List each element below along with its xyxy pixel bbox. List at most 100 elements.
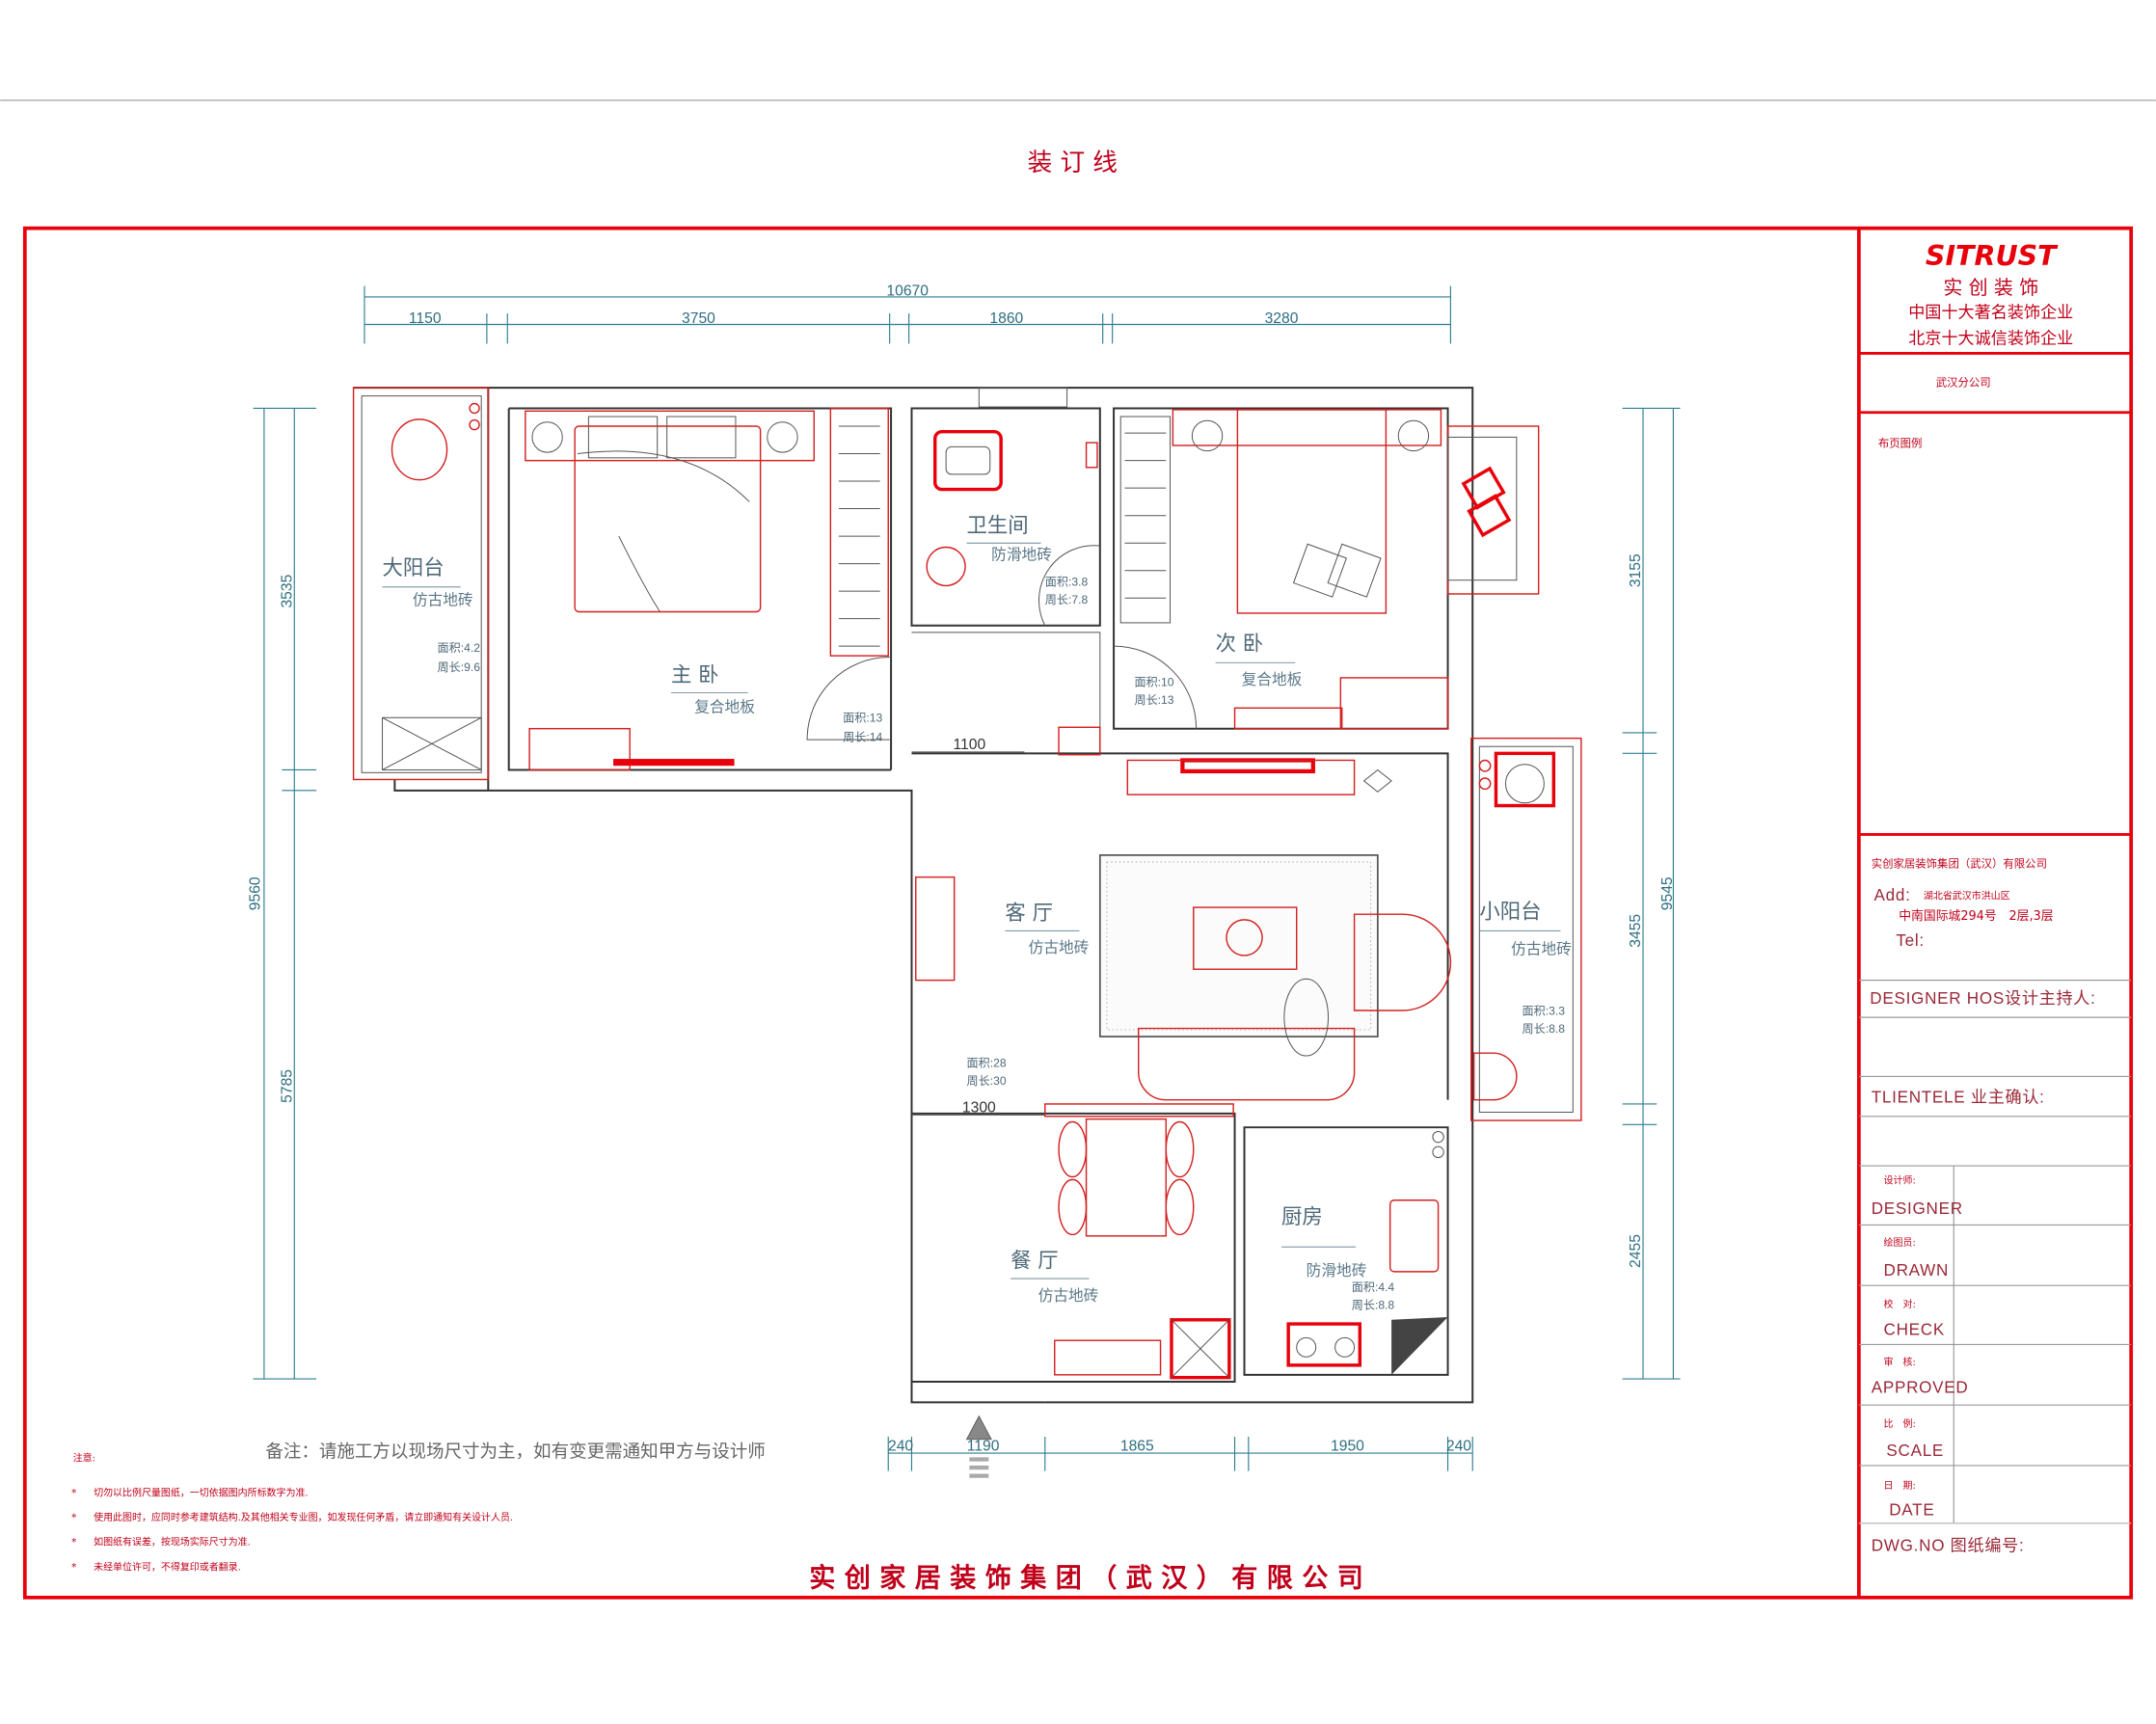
room-label-master-bedroom: 主 卧 复合地板 面积:13 周长:14 xyxy=(671,663,883,743)
scale-cn: 比 例: xyxy=(1884,1417,1916,1430)
drawn-en: DRAWN xyxy=(1884,1261,1950,1280)
binding-line-label: 装 订 线 xyxy=(1028,148,1118,177)
svg-text:周长:7.8: 周长:7.8 xyxy=(1045,593,1089,606)
dim-top-2: 3750 xyxy=(682,310,715,327)
dim-left-total: 9560 xyxy=(248,876,264,910)
svg-text:周长:30: 周长:30 xyxy=(967,1074,1007,1088)
svg-text:仿古地砖: 仿古地砖 xyxy=(1511,940,1572,958)
dim-bottom-1: 240 xyxy=(888,1438,913,1454)
drawn-cn: 绘图员: xyxy=(1884,1236,1916,1249)
dim-bottom-5: 240 xyxy=(1446,1438,1471,1454)
dim-bottom-3: 1865 xyxy=(1120,1438,1154,1454)
notes-list: * 切勿以比例尺量图纸，一切依据图内所标数字为准. * 使用此图时，应同时参考建筑结… xyxy=(71,1486,513,1573)
svg-text:周长:14: 周长:14 xyxy=(843,731,882,744)
brand-name: 实 创 装 饰 xyxy=(1943,276,2038,299)
svg-text:仿古地砖: 仿古地砖 xyxy=(1038,1286,1099,1305)
dim-top-4: 3280 xyxy=(1265,310,1299,327)
small-balcony-right-top xyxy=(1446,425,1540,595)
svg-text:*: * xyxy=(71,1488,76,1498)
room-label-living-room: 客 厅 仿古地砖 面积:28 周长:30 xyxy=(967,902,1090,1088)
check-en: CHECK xyxy=(1884,1320,1945,1338)
svg-text:面积:3.8: 面积:3.8 xyxy=(1045,575,1089,588)
svg-text:小阳台: 小阳台 xyxy=(1479,900,1541,924)
room-label-second-bedroom: 次 卧 复合地板 面积:10 周长:13 xyxy=(1134,632,1302,707)
svg-text:面积:28: 面积:28 xyxy=(967,1056,1007,1069)
svg-text:餐 厅: 餐 厅 xyxy=(1011,1250,1059,1274)
dim-interior-1300: 1300 xyxy=(962,1100,996,1117)
bathroom-fixtures xyxy=(926,430,1100,626)
svg-text:面积:4.2: 面积:4.2 xyxy=(438,641,481,655)
small-balcony xyxy=(1470,737,1582,1121)
svg-text:复合地板: 复合地板 xyxy=(694,698,755,716)
dimensions-top: 10670 1150 3750 1860 3280 xyxy=(364,283,1451,344)
north-arrow-icon xyxy=(965,1414,992,1478)
room-label-kitchen: 厨房 防滑地砖 面积:4.4 周长:8.8 xyxy=(1281,1205,1394,1311)
svg-text:周长:8.8: 周长:8.8 xyxy=(1523,1022,1566,1036)
dim-top-1: 1150 xyxy=(409,310,442,327)
dimensions-right: 9545 3155 3455 2455 xyxy=(1622,407,1681,1380)
designer-en: DESIGNER xyxy=(1872,1199,1963,1218)
dim-bottom-4: 1950 xyxy=(1331,1438,1364,1454)
footer-company-name: 实 创 家 居 装 饰 集 团 （ 武 汉 ） 有 限 公 司 xyxy=(809,1562,1363,1593)
client-confirm-label: TLIENTELE 业主确认: xyxy=(1872,1089,2045,1107)
address-label: Add: xyxy=(1874,886,1911,904)
slogan-1: 中国十大著名装饰企业 xyxy=(1908,303,2073,322)
dim-top-total: 10670 xyxy=(886,283,929,300)
dim-left-1: 3535 xyxy=(279,574,295,607)
svg-text:面积:10: 面积:10 xyxy=(1134,675,1173,688)
dim-right-3: 2455 xyxy=(1628,1234,1644,1268)
company-logo: SITRUST xyxy=(1926,240,2059,272)
svg-text:周长:8.8: 周长:8.8 xyxy=(1352,1298,1395,1311)
date-cn: 日 期: xyxy=(1884,1480,1916,1492)
svg-text:客 厅: 客 厅 xyxy=(1005,902,1053,926)
drawing-number-label: DWG.NO 图纸编号: xyxy=(1872,1536,2025,1554)
room-label-small-balcony: 小阳台 仿古地砖 面积:3.3 周长:8.8 xyxy=(1479,900,1571,1035)
designer-host-label: DESIGNER HOS设计主持人: xyxy=(1870,989,2095,1008)
svg-text:防滑地砖: 防滑地砖 xyxy=(991,545,1052,563)
drawing-name: 布页图例 xyxy=(1878,436,1923,449)
svg-text:面积:13: 面积:13 xyxy=(843,712,882,725)
dim-bottom-2: 1190 xyxy=(967,1438,1000,1454)
svg-text:厨房: 厨房 xyxy=(1281,1205,1323,1229)
branch-name: 武汉分公司 xyxy=(1936,376,1991,390)
dim-right-1: 3155 xyxy=(1628,553,1644,587)
approved-en: APPROVED xyxy=(1872,1378,1969,1396)
dimensions-left: 9560 3535 5785 xyxy=(248,407,317,1380)
slogan-2: 北京十大诚信装饰企业 xyxy=(1908,329,2073,348)
dim-left-2: 5785 xyxy=(279,1069,295,1103)
remark-text: 备注：请施工方以现场尺寸为主，如有变更需通知甲方与设计师 xyxy=(265,1441,765,1462)
svg-text:*: * xyxy=(71,1562,76,1573)
master-bedroom-furniture xyxy=(525,407,890,771)
dim-interior-1100: 1100 xyxy=(954,737,986,753)
svg-text:卫生间: 卫生间 xyxy=(967,514,1029,538)
svg-text:大阳台: 大阳台 xyxy=(383,556,445,580)
company-full-name: 实创家居装饰集团（武汉）有限公司 xyxy=(1872,857,2047,871)
svg-text:使用此图时，应同时参考建筑结构.及其他相关专业图，如发现任何: 使用此图时，应同时参考建筑结构.及其他相关专业图，如发现任何矛盾，请立即通知有关… xyxy=(94,1511,513,1523)
room-label-dining-room: 餐 厅 仿古地砖 xyxy=(1011,1250,1098,1305)
svg-text:如图纸有误差，按现场实际尺寸为准.: 如图纸有误差，按现场实际尺寸为准. xyxy=(94,1536,251,1549)
svg-text:次 卧: 次 卧 xyxy=(1216,632,1264,656)
svg-text:面积:4.4: 面积:4.4 xyxy=(1352,1280,1395,1294)
date-en: DATE xyxy=(1889,1500,1934,1519)
tel-label: Tel: xyxy=(1896,931,1924,950)
svg-text:防滑地砖: 防滑地砖 xyxy=(1307,1261,1367,1280)
svg-text:切勿以比例尺量图纸，一切依据图内所标数字为准.: 切勿以比例尺量图纸，一切依据图内所标数字为准. xyxy=(94,1486,308,1498)
svg-text:*: * xyxy=(71,1513,76,1523)
big-balcony xyxy=(352,387,490,781)
dim-right-2: 3455 xyxy=(1628,914,1644,948)
approved-cn: 审 核: xyxy=(1884,1356,1916,1368)
notes-title: 注意: xyxy=(73,1452,95,1465)
check-cn: 校 对: xyxy=(1884,1298,1916,1310)
svg-text:仿古地砖: 仿古地砖 xyxy=(1029,938,1090,956)
svg-text:主 卧: 主 卧 xyxy=(671,663,719,687)
svg-text:*: * xyxy=(71,1538,76,1549)
svg-text:复合地板: 复合地板 xyxy=(1242,670,1303,688)
svg-text:周长:13: 周长:13 xyxy=(1134,693,1173,707)
dining-room-furniture xyxy=(1054,1118,1231,1380)
room-label-bathroom: 卫生间 防滑地砖 面积:3.8 周长:7.8 xyxy=(967,514,1089,606)
title-block: SITRUST 实 创 装 饰 中国十大著名装饰企业 北京十大诚信装饰企业 武汉… xyxy=(1858,240,2132,1554)
address-line-2: 中南国际城294号 2层,3层 xyxy=(1899,908,2054,924)
address-line-1: 湖北省武汉市洪山区 xyxy=(1924,889,2010,902)
walls xyxy=(353,387,1474,1404)
